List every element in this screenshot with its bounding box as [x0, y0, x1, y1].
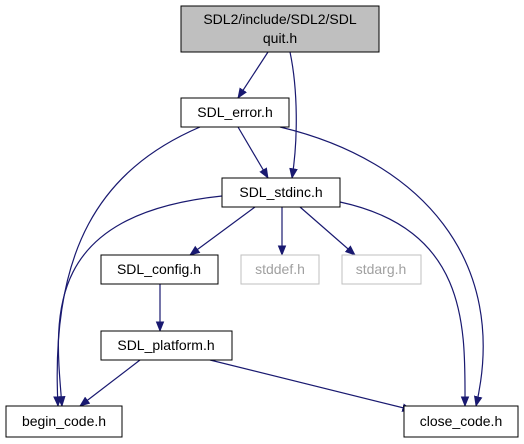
edge-quit-to-error	[237, 51, 269, 99]
node-sdl-quit-line2: quit.h	[263, 30, 297, 46]
node-stdarg-h: stdarg.h	[341, 254, 422, 285]
node-sdl-config-h[interactable]: SDL_config.h	[100, 254, 219, 285]
node-sdl-quit-line1: SDL2/include/SDL2/SDL	[203, 11, 357, 27]
node-sdl-error-label: SDL_error.h	[197, 104, 272, 120]
edge-stdinc-to-config	[189, 206, 256, 256]
edge-stdinc-to-stdarg	[299, 206, 356, 256]
node-sdl-stdinc-h[interactable]: SDL_stdinc.h	[221, 177, 341, 208]
node-close-code-label: close_code.h	[420, 413, 503, 429]
node-begin-code-h[interactable]: begin_code.h	[5, 405, 123, 438]
node-begin-code-label: begin_code.h	[22, 413, 106, 429]
node-sdl-error-h[interactable]: SDL_error.h	[180, 97, 290, 128]
node-stdarg-label: stdarg.h	[356, 261, 407, 277]
edge-stdinc-to-closecode	[339, 201, 470, 408]
edges	[53, 51, 484, 412]
edge-quit-to-stdinc	[289, 51, 298, 180]
edge-stdinc-to-begincode	[56, 195, 223, 408]
node-stddef-h: stddef.h	[240, 254, 320, 285]
node-close-code-h[interactable]: close_code.h	[403, 405, 519, 438]
edge-error-to-closecode	[279, 126, 484, 408]
node-sdl-quit-h[interactable]: SDL2/include/SDL2/SDL quit.h	[180, 5, 380, 53]
node-sdl-stdinc-label: SDL_stdinc.h	[239, 184, 322, 200]
edge-platform-to-begincode	[79, 359, 141, 407]
node-stddef-label: stddef.h	[255, 261, 305, 277]
node-sdl-platform-h[interactable]: SDL_platform.h	[100, 330, 233, 361]
edge-platform-to-closecode	[209, 359, 414, 412]
node-sdl-config-label: SDL_config.h	[117, 261, 201, 277]
node-sdl-platform-label: SDL_platform.h	[117, 337, 214, 353]
edge-error-to-stdinc	[237, 126, 269, 179]
